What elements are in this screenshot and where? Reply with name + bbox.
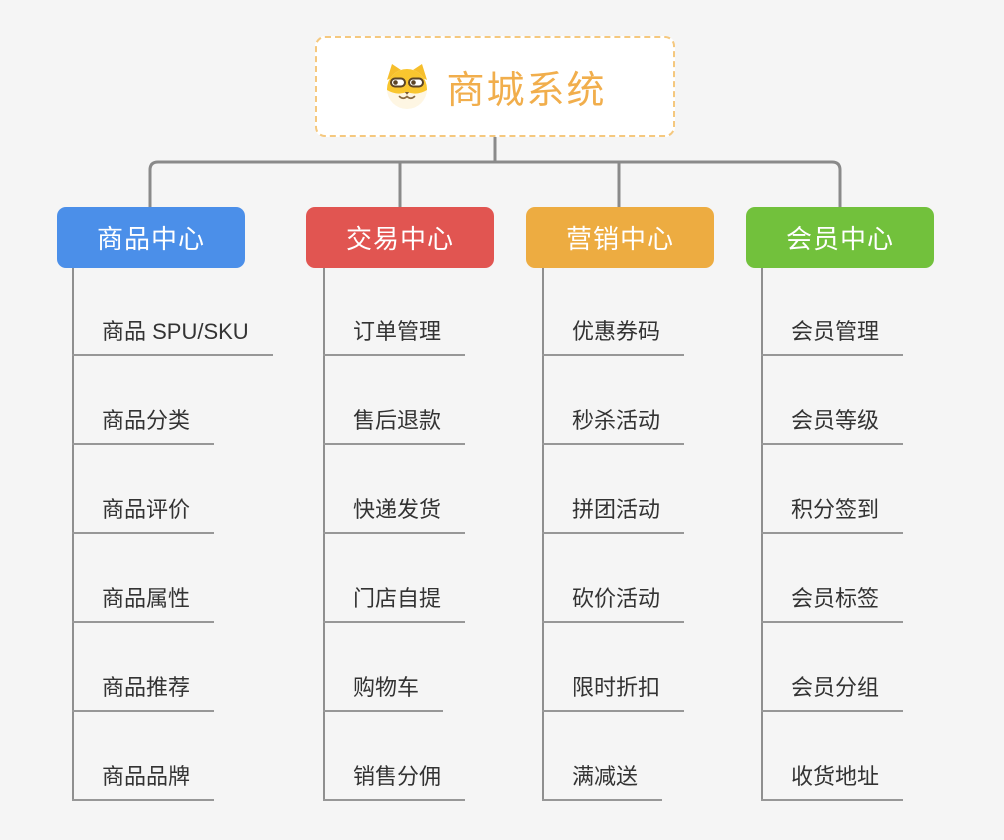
child-topic[interactable]: 优惠券码 — [542, 319, 685, 356]
child-topic[interactable]: 秒杀活动 — [542, 408, 685, 445]
branch-trunk-line — [72, 268, 74, 800]
branch-box-member-center[interactable]: 会员中心 — [746, 207, 934, 268]
child-topic[interactable]: 会员等级 — [761, 408, 904, 445]
child-topic[interactable]: 商品属性 — [72, 586, 215, 623]
branch-box-marketing-center[interactable]: 营销中心 — [526, 207, 714, 268]
branch-box-trade-center[interactable]: 交易中心 — [306, 207, 494, 268]
child-topic[interactable]: 会员管理 — [761, 319, 904, 356]
child-topic[interactable]: 快递发货 — [323, 497, 466, 534]
child-topic[interactable]: 订单管理 — [323, 319, 466, 356]
child-topic[interactable]: 商品品牌 — [72, 764, 215, 801]
root-title: 商城系统 — [446, 70, 607, 112]
child-topic[interactable]: 商品推荐 — [72, 675, 215, 712]
branch-trunk-line — [323, 268, 325, 800]
child-topic[interactable]: 满减送 — [542, 764, 663, 801]
root-node[interactable]: 商城系统 — [315, 36, 675, 137]
child-topic[interactable]: 积分签到 — [761, 497, 904, 534]
child-topic[interactable]: 限时折扣 — [542, 675, 685, 712]
child-topic[interactable]: 拼团活动 — [542, 497, 685, 534]
child-topic[interactable]: 会员标签 — [761, 586, 904, 623]
branch-trunk-line — [542, 268, 544, 800]
child-topic[interactable]: 收货地址 — [761, 764, 904, 801]
branch-box-product-center[interactable]: 商品中心 — [57, 207, 245, 268]
child-topic[interactable]: 砍价活动 — [542, 586, 685, 623]
dog-face-icon — [387, 63, 428, 109]
child-topic[interactable]: 商品 SPU/SKU — [72, 319, 273, 356]
child-topic[interactable]: 购物车 — [323, 675, 444, 712]
child-topic[interactable]: 销售分佣 — [323, 764, 466, 801]
child-topic[interactable]: 售后退款 — [323, 408, 466, 445]
child-topic[interactable]: 会员分组 — [761, 675, 904, 712]
child-topic[interactable]: 商品评价 — [72, 497, 215, 534]
child-topic[interactable]: 商品分类 — [72, 408, 215, 445]
branch-trunk-line — [761, 268, 763, 800]
child-topic[interactable]: 门店自提 — [323, 586, 466, 623]
